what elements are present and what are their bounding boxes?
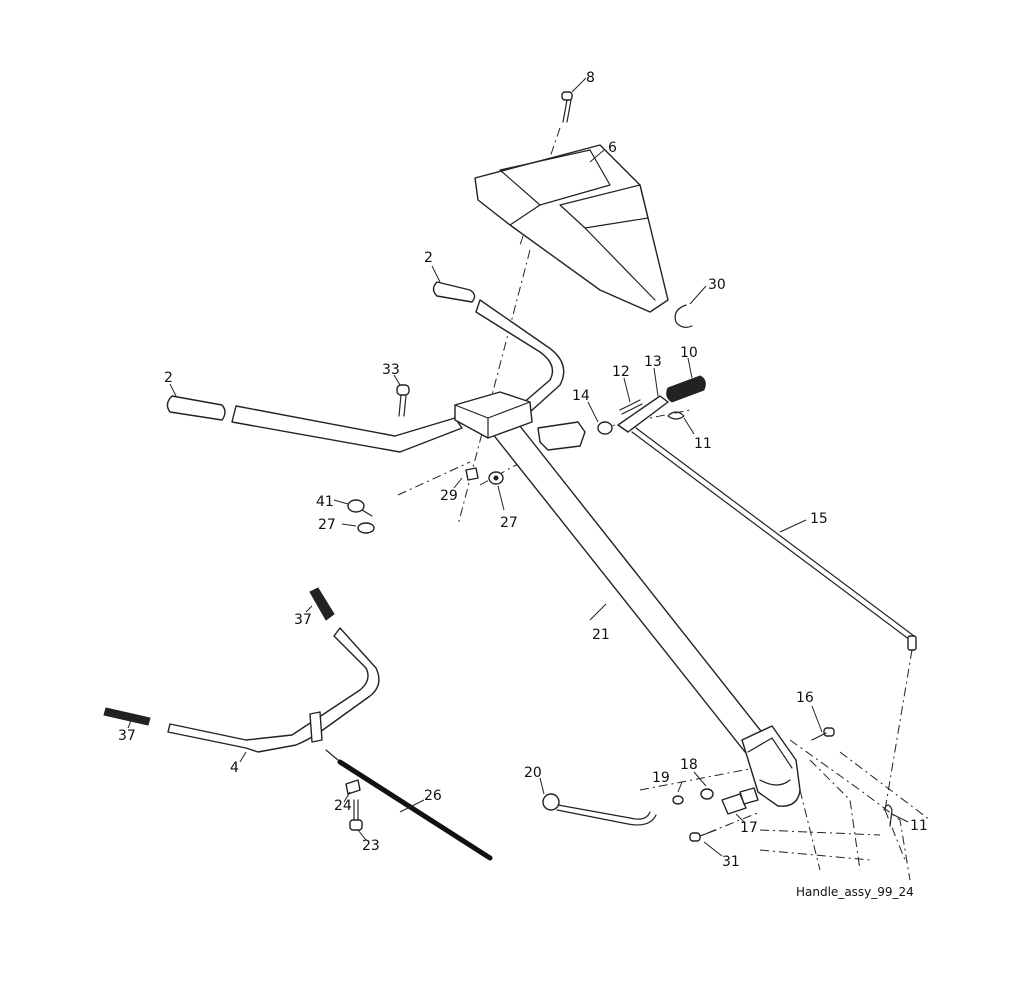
cable-26 xyxy=(325,749,493,861)
label-19: 19 xyxy=(652,770,670,786)
grip-37-left xyxy=(103,707,151,726)
grip-10 xyxy=(666,375,706,403)
label-10: 10 xyxy=(680,345,698,361)
bolt-16 xyxy=(811,727,835,741)
label-27a: 27 xyxy=(318,517,336,533)
hairpin-11-upper xyxy=(667,411,685,420)
label-21: 21 xyxy=(592,627,610,643)
bolt-8 xyxy=(561,91,573,123)
label-20: 20 xyxy=(524,765,542,781)
label-16: 16 xyxy=(796,690,814,706)
label-13: 13 xyxy=(644,354,662,370)
label-30: 30 xyxy=(708,277,726,293)
control-bar-4 xyxy=(167,627,380,753)
label-41: 41 xyxy=(316,494,334,510)
handlebar-lower xyxy=(231,405,463,453)
label-4: 4 xyxy=(230,760,239,776)
grip-2-upper xyxy=(432,281,476,303)
label-26: 26 xyxy=(424,788,442,804)
pivot-plate xyxy=(741,725,801,807)
label-11b: 11 xyxy=(910,818,928,834)
clip-30 xyxy=(674,304,693,328)
spacer-14 xyxy=(597,421,613,435)
label-2a: 2 xyxy=(424,250,433,266)
label-18: 18 xyxy=(680,757,698,773)
label-23: 23 xyxy=(362,838,380,854)
label-33: 33 xyxy=(382,362,400,378)
label-37b: 37 xyxy=(118,728,136,744)
handle-tube-21 xyxy=(487,415,769,753)
label-27b: 27 xyxy=(500,515,518,531)
label-14: 14 xyxy=(572,388,590,404)
grip-2-lower xyxy=(166,395,226,421)
label-15: 15 xyxy=(810,511,828,527)
label-37a: 37 xyxy=(294,612,312,628)
clip-24 xyxy=(345,779,361,795)
control-bar-bracket xyxy=(309,711,323,743)
block-17 xyxy=(721,787,759,815)
tiller-frame-outline xyxy=(759,739,911,881)
nut-27-left xyxy=(357,522,375,534)
clip-29 xyxy=(465,467,479,481)
rod-15 xyxy=(631,427,917,651)
grip-37-upper xyxy=(309,587,335,621)
label-24: 24 xyxy=(334,798,352,814)
label-6: 6 xyxy=(608,140,617,156)
leader-lines xyxy=(127,77,909,857)
bolt-23 xyxy=(349,799,363,831)
label-31: 31 xyxy=(722,854,740,870)
hairpin-11-lower xyxy=(883,804,893,827)
handle-bracket xyxy=(454,391,586,451)
clamp-41 xyxy=(347,499,373,517)
bolt-31 xyxy=(689,829,717,842)
label-12: 12 xyxy=(612,364,630,380)
lever-13 xyxy=(617,395,669,433)
label-2b: 2 xyxy=(164,370,173,386)
diagram-caption: Handle_assy_99_24 xyxy=(796,885,914,899)
console-cover-6 xyxy=(474,144,669,313)
knob-20 xyxy=(542,793,657,826)
nut-18 xyxy=(700,788,714,800)
part-labels: 8 6 2 30 10 13 12 33 2 14 11 15 41 29 27… xyxy=(118,70,928,870)
bolt-12 xyxy=(619,399,643,415)
bolt-33 xyxy=(396,384,410,417)
label-8: 8 xyxy=(586,70,595,86)
label-11a: 11 xyxy=(694,436,712,452)
washer-19 xyxy=(672,795,684,805)
label-17: 17 xyxy=(740,820,758,836)
label-29: 29 xyxy=(440,488,458,504)
nut-27-right xyxy=(488,471,504,485)
alignment-lines xyxy=(397,127,931,861)
